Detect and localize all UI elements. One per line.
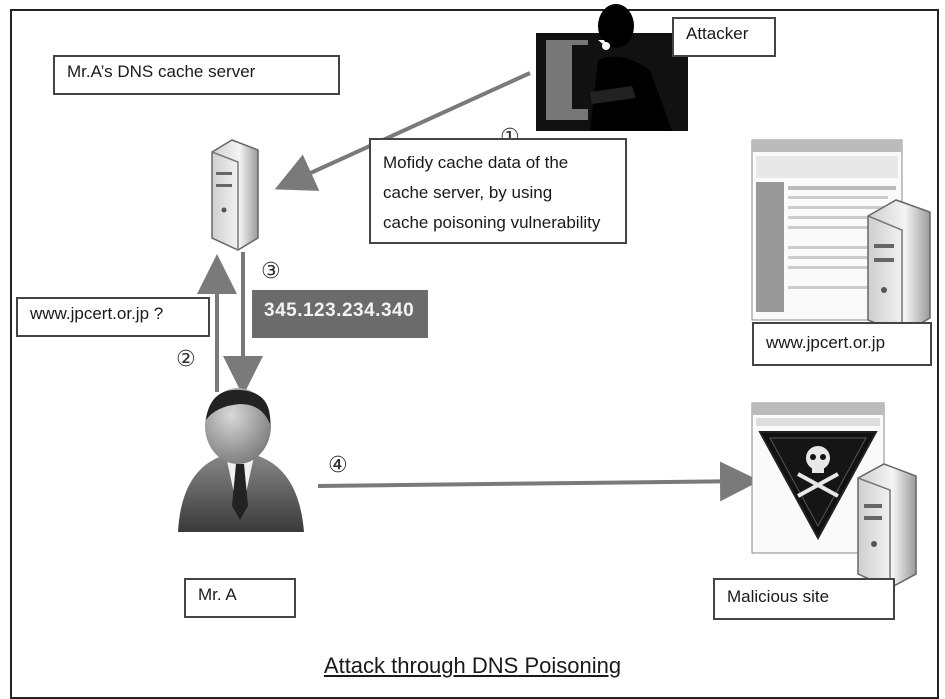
modify-note-line-2: cache server, by using: [383, 183, 553, 202]
malicious-site-label: Malicious site: [713, 578, 895, 620]
dns-server-label: Mr.A’s DNS cache server: [53, 55, 340, 95]
dns-query-label: www.jpcert.or.jp ?: [16, 297, 210, 337]
attacker-label: Attacker: [672, 17, 776, 57]
attack-arrow: [274, 71, 531, 191]
diagram-caption: Attack through DNS Poisoning: [323, 653, 622, 678]
skull-icon: [797, 446, 839, 498]
malicious-site-image: [751, 402, 885, 554]
modify-note-line-3: cache poisoning vulnerability: [383, 213, 601, 232]
user-icon: [178, 388, 304, 532]
legit-site-label: www.jpcert.or.jp: [752, 322, 932, 366]
malicious-server-icon: [857, 463, 917, 589]
poisoned-ip-response: 345.123.234.340: [252, 290, 428, 338]
legit-server-icon: [867, 199, 931, 335]
redirect-arrow: [317, 461, 760, 502]
user-label: Mr. A: [184, 578, 296, 618]
step-4-marker: ④: [328, 452, 348, 477]
step-2-marker: ②: [176, 346, 196, 371]
step-3-marker: ③: [261, 258, 281, 283]
attacker-icon: [536, 4, 688, 131]
dns-server-icon: [211, 139, 259, 251]
modify-note-line-1: Mofidy cache data of the: [383, 153, 569, 172]
modify-cache-note: Mofidy cache data of the cache server, b…: [369, 138, 627, 244]
